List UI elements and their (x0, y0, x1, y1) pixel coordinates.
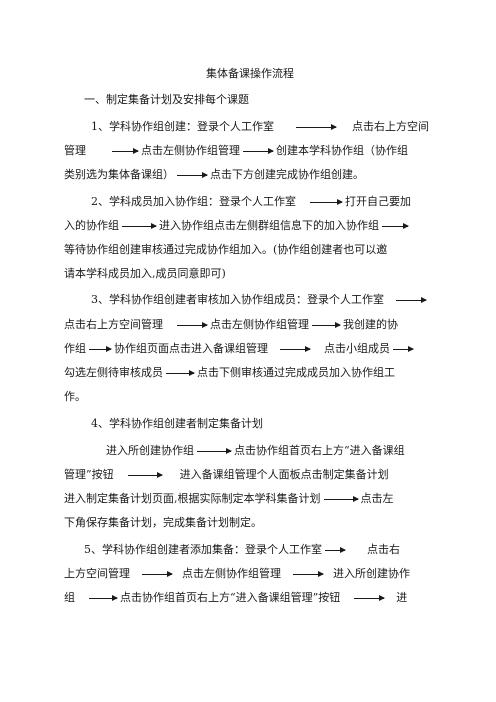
step2-line3: 等待协作组创建审核通过完成协作组加入。(协作组创建者也可以邀 (64, 240, 436, 260)
step2-text-e: 等待协作组创建审核通过完成协作组加入。(协作组创建者也可以邀 (64, 243, 388, 256)
step3-text-i: 点击下侧审核通过完成成员加入协作组工 (197, 366, 395, 379)
document-title: 集体备课操作流程 (64, 64, 436, 84)
step1-text-c: 管理 (64, 144, 86, 157)
step5-text-f: 组 (64, 591, 75, 604)
arrow-icon (177, 321, 208, 328)
step3-text-g: 点击小组成员 (324, 342, 390, 355)
step5-line1: 5、学科协作组创建者添加集备：登录个人工作室 点击右 (64, 540, 436, 560)
step2-line2: 入的协作组 进入协作组点击左侧群组信息下的加入协作组 (64, 216, 436, 236)
arrow-icon (310, 198, 343, 205)
step1-text-d: 点击左侧协作组管理 (141, 144, 240, 157)
arrow-icon (293, 570, 324, 577)
step5-line2: 上方空间管理 点击左侧协作组管理 进入所创建协作 (64, 564, 436, 584)
step5-text-b: 点击右 (367, 543, 400, 556)
step2-line4: 请本学科成员加入,成员同意即可) (64, 264, 436, 284)
step1-line1: 1、学科协作组创建：登录个人工作室 点击右上方空间 (64, 117, 436, 137)
step3-line2: 点击右上方空间管理 点击左侧协作组管理 我创建的协 (64, 315, 436, 335)
step3-line4: 勾选左侧待审核成员 点击下侧审核通过完成成员加入协作组工 (64, 363, 436, 383)
step4-text-h: 下角保存集备计划，完成集备计划制定。 (64, 516, 262, 529)
step1-text-e: 创建本学科协作组（协作组 (276, 144, 408, 157)
step2-text-c: 入的协作组 (64, 219, 119, 232)
arrow-icon (166, 369, 195, 376)
arrow-icon (127, 471, 163, 478)
step3-text-d: 我创建的协 (343, 318, 398, 331)
arrow-icon (243, 147, 274, 154)
step3-text-e: 作组 (64, 342, 86, 355)
step3-text-h: 勾选左侧待审核成员 (64, 366, 163, 379)
step1-text-b: 点击右上方空间 (352, 120, 429, 133)
step4-line3: 管理”按钮 进入备课组管理个人面板点击制定集备计划 (64, 465, 436, 485)
arrow-icon (280, 345, 311, 352)
arrow-icon (296, 123, 337, 130)
step1-text-a: 1、学科协作组创建：登录个人工作室 (91, 120, 274, 133)
step3-line1: 3、学科协作组创建者审核加入协作组成员：登录个人工作室 (64, 290, 436, 310)
arrow-icon (177, 171, 208, 178)
step4-line5: 下角保存集备计划，完成集备计划制定。 (64, 513, 436, 533)
step2-text-f: 请本学科成员加入,成员同意即可) (64, 267, 226, 280)
arrow-icon (323, 495, 359, 502)
arrow-icon (122, 222, 157, 229)
step1-line2: 管理 点击左侧协作组管理 创建本学科协作组（协作组 (64, 141, 436, 161)
step3-text-c: 点击左侧协作组管理 (210, 318, 309, 331)
step3-text-a: 3、学科协作组创建者审核加入协作组成员：登录个人工作室 (91, 293, 384, 306)
step5-text-d: 点击左侧协作组管理 (182, 567, 281, 580)
section-heading: 一、制定集备计划及安排每个课题 (64, 90, 436, 110)
step4-text-g: 点击左 (360, 492, 394, 505)
step2-text-b: 打开自己要加 (345, 195, 411, 208)
step5-text-c: 上方空间管理 (64, 567, 130, 580)
arrow-icon (393, 345, 414, 352)
step4-text-e: 进入备课组管理个人面板点击制定集备计划 (179, 468, 389, 481)
step4-line1: 4、学科协作组创建者制定集备计划 (64, 414, 436, 434)
step5-text-a: 5、学科协作组创建者添加集备：登录个人工作室 (84, 543, 322, 556)
step2-line1: 2、学科成员加入协作组：登录个人工作室 打开自己要加 (64, 192, 436, 212)
arrow-icon (89, 345, 112, 352)
step5-text-e: 进入所创建协作 (333, 567, 410, 580)
step2-text-d: 进入协作组点击左侧群组信息下的加入协作组 (159, 219, 379, 232)
step3-line3: 作组 协作组页面点击进入备课组管理 点击小组成员 (64, 339, 436, 359)
step1-text-f: 类别选为集体备课组） (64, 168, 174, 181)
step4-line4: 进入制定集备计划页面,根据实际制定本学科集备计划 点击左 (64, 489, 436, 509)
step4-text-f: 进入制定集备计划页面,根据实际制定本学科集备计划 (64, 492, 321, 505)
arrow-icon (112, 147, 139, 154)
section-heading-text: 一、制定集备计划及安排每个课题 (84, 93, 249, 106)
step4-text-b: 进入所创建协作组 (106, 444, 194, 457)
step4-text-c: 点击协作组首页右上方“进入备课组 (234, 444, 405, 457)
step5-text-g: 点击协作组首页右上方“进入备课组管理”按钮 (120, 591, 341, 604)
arrow-icon (142, 570, 173, 577)
step5-text-h: 进 (396, 591, 408, 604)
step4-text-a: 4、学科协作组创建者制定集备计划 (91, 417, 263, 430)
arrow-icon (396, 296, 427, 303)
arrow-icon (197, 447, 232, 454)
step2-text-a: 2、学科成员加入协作组：登录个人工作室 (91, 195, 296, 208)
step1-text-g: 点击下方创建完成协作组创建。 (210, 168, 364, 181)
step3-text-f: 协作组页面点击进入备课组管理 (114, 342, 268, 355)
step1-line3: 类别选为集体备课组） 点击下方创建完成协作组创建。 (64, 165, 436, 185)
step3-line5: 作。 (64, 387, 436, 407)
arrow-icon (354, 594, 386, 601)
arrow-icon (382, 222, 409, 229)
step4-line2: 进入所创建协作组 点击协作组首页右上方“进入备课组 (64, 441, 436, 461)
arrow-icon (312, 321, 341, 328)
arrow-icon (89, 594, 118, 601)
step4-text-d: 管理”按钮 (64, 468, 114, 481)
step3-text-j: 作。 (64, 390, 86, 403)
arrow-icon (325, 546, 346, 553)
step3-text-b: 点击右上方空间管理 (64, 318, 163, 331)
title-text: 集体备课操作流程 (206, 67, 294, 80)
step5-line3: 组 点击协作组首页右上方“进入备课组管理”按钮 进 (64, 588, 436, 608)
